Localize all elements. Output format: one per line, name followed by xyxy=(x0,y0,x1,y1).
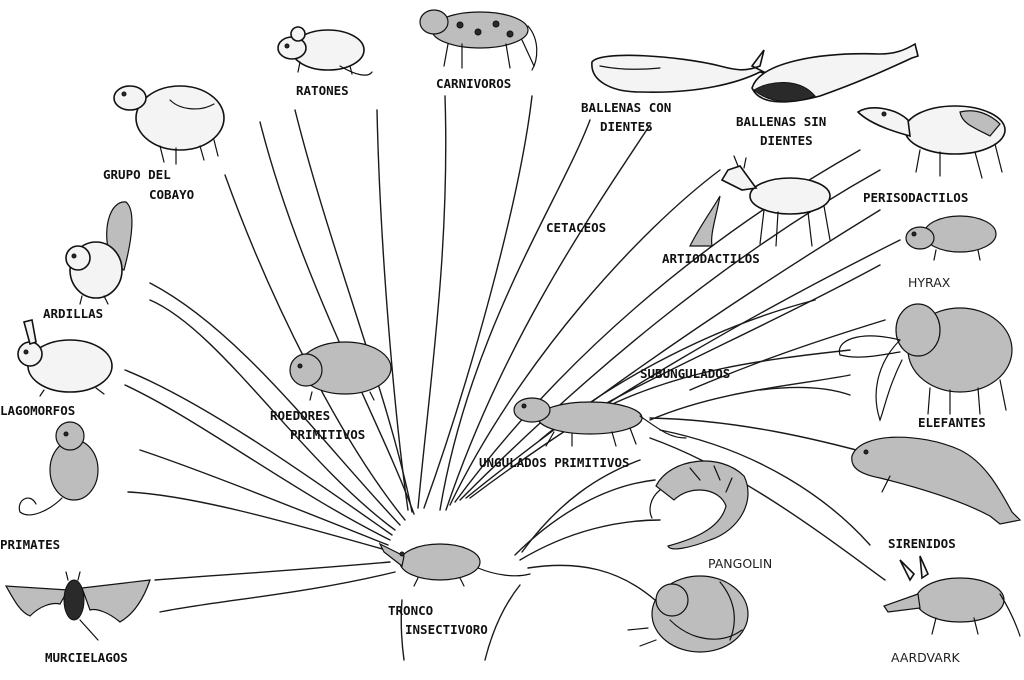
capybara-icon xyxy=(113,85,225,165)
label-ballenas-con-2: DIENTES xyxy=(600,119,653,134)
label-roedores-2: PRIMITIVOS xyxy=(290,427,365,442)
label-ungulados: UNGULADOS PRIMITIVOS xyxy=(479,455,630,470)
label-subungulados: SUBUNGULADOS xyxy=(640,366,730,381)
tapir-icon xyxy=(856,105,1006,179)
elephant-icon xyxy=(838,303,1013,422)
label-murcielagos: MURCIELAGOS xyxy=(45,650,128,665)
labels: RATONES CARNIVOROS BALLENAS CON DIENTES … xyxy=(0,76,986,665)
label-tronco-2: INSECTIVORO xyxy=(405,622,488,637)
label-perisodactilos: PERISODACTILOS xyxy=(863,190,968,205)
label-pangolin: PANGOLIN xyxy=(708,556,772,571)
label-tronco-1: TRONCO xyxy=(388,603,433,618)
label-carnivoros: CARNIVOROS xyxy=(436,76,511,91)
label-cobayo-1: GRUPO DEL xyxy=(103,167,171,182)
rabbit-icon xyxy=(17,319,113,397)
squirrel-icon xyxy=(65,201,133,305)
hamster-icon xyxy=(289,341,392,401)
aardvark-icon xyxy=(883,555,1021,637)
pangolin-icon xyxy=(649,460,749,550)
label-ballenas-con-1: BALLENAS CON xyxy=(581,100,671,115)
label-lagomorfos: LAGOMORFOS xyxy=(0,403,75,418)
primitive-ungulate-icon xyxy=(513,397,687,447)
deer-icon xyxy=(689,155,831,247)
label-aardvark: AARDVARK xyxy=(891,650,961,665)
toothed-whale-icon xyxy=(591,49,769,94)
label-artiodactilos: ARTIODACTILOS xyxy=(662,251,760,266)
label-elefantes: ELEFANTES xyxy=(918,415,986,430)
bat-icon xyxy=(4,571,151,641)
label-ballenas-sin-1: BALLENAS SIN xyxy=(736,114,826,129)
label-primates: PRIMATES xyxy=(0,537,60,552)
label-ardillas: ARDILLAS xyxy=(43,306,103,321)
mouse-icon xyxy=(277,26,373,76)
armadillo-icon xyxy=(627,575,749,653)
baleen-whale-icon xyxy=(751,42,919,103)
label-roedores-1: ROEDORES xyxy=(270,408,330,423)
label-cetaceos: CETACEOS xyxy=(546,220,606,235)
jaguar-icon xyxy=(419,9,538,71)
hyrax-icon xyxy=(905,215,997,261)
monkey-icon xyxy=(18,421,99,516)
label-hyrax: HYRAX xyxy=(908,275,951,290)
label-cobayo-2: COBAYO xyxy=(149,187,194,202)
shrew-icon xyxy=(378,542,531,587)
label-ratones: RATONES xyxy=(296,83,349,98)
label-sirenidos: SIRENIDOS xyxy=(888,536,956,551)
label-ballenas-sin-2: DIENTES xyxy=(760,133,813,148)
manatee-icon xyxy=(851,436,1022,525)
evolution-branches xyxy=(124,95,901,661)
